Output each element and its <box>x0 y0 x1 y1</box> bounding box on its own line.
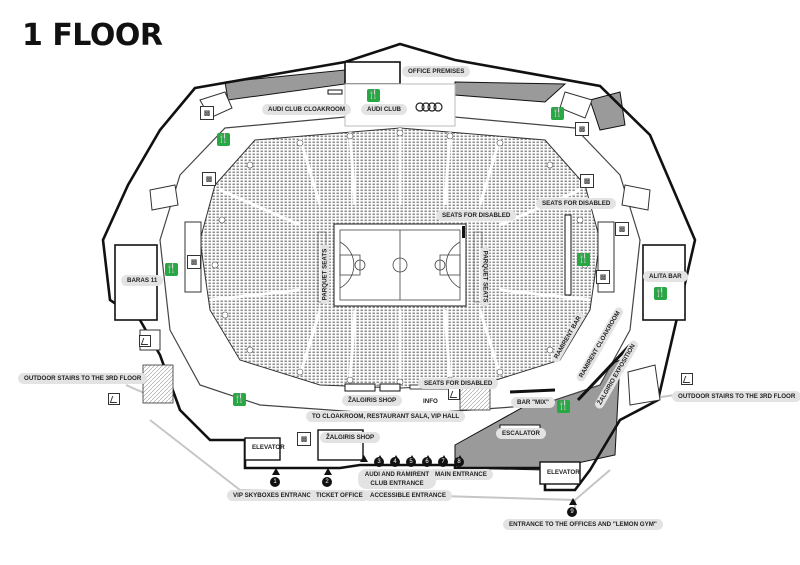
fork-knife-icon: 🍴 <box>557 400 570 413</box>
fork-knife-icon: 🍴 <box>577 253 590 266</box>
parquet-seats-right-label: PARQUET SEATS <box>480 246 490 307</box>
baras11-label: BARAS 11 <box>121 275 164 286</box>
to-cloakroom-label: TO CLOAKROOM, RESTAURANT SALA, VIP HALL <box>306 411 466 422</box>
info-label: INFO <box>423 398 438 405</box>
zalgiris-shop-bottom-label: ŽALGIRIS SHOP <box>320 432 381 443</box>
stairs-icon <box>448 388 460 400</box>
entrance-number-1: 1 <box>270 477 280 487</box>
zalgiris-exposition-wall <box>576 343 632 402</box>
entrance-number-7: 7 <box>438 457 448 467</box>
elevator-right-room <box>539 461 581 485</box>
restroom-icon: ▩ <box>580 174 594 188</box>
stairs-icon <box>681 373 693 385</box>
entrance-number-2: 2 <box>322 477 332 487</box>
office-premises-room <box>344 61 401 85</box>
seats-for-disabled-right-label: SEATS FOR DISABLED <box>536 198 617 209</box>
main-entrance-label: MAIN ENTRANCE <box>429 469 493 480</box>
outdoor-stairs-left-label: OUTDOOR STAIRS TO THE 3RD FLOOR <box>18 373 148 384</box>
entrance-number-9: 9 <box>567 507 577 517</box>
audi-rings-logo <box>415 102 443 112</box>
alita-bar-room <box>642 244 686 321</box>
cloakroom-counter <box>327 89 343 95</box>
stairs-icon <box>108 393 120 405</box>
basketball-court <box>333 223 467 307</box>
restroom-icon: ▩ <box>187 255 201 269</box>
fork-knife-icon: 🍴 <box>217 133 230 146</box>
seats-for-disabled-top-label: SEATS FOR DISABLED <box>436 210 517 221</box>
audi-club-cloakroom-label: AUDI CLUB CLOAKROOM <box>262 104 351 115</box>
vip-skyboxes-entrance-label: VIP SKYBOXES ENTRANCE <box>227 490 322 501</box>
entrance-number-5: 5 <box>406 457 416 467</box>
alita-bar-label: ALITA BAR <box>643 271 688 282</box>
zalgiris-shop-top-room <box>344 383 376 392</box>
office-premises-label: OFFICE PREMISES <box>402 66 471 77</box>
bar-mix-counter <box>509 388 556 394</box>
restroom-icon: ▩ <box>202 172 216 186</box>
zalgiris-shop-top-label: ŽALGIRIS SHOP <box>342 395 403 406</box>
audi-ramirent-entrance-label: AUDI AND RAMIRENT CLUB ENTRANCE <box>358 469 436 489</box>
fork-knife-icon: 🍴 <box>367 89 380 102</box>
restroom-icon: ▩ <box>200 106 214 120</box>
elevator-right-label: ELEVATOR <box>547 469 580 476</box>
entrance-number-8: 8 <box>454 457 464 467</box>
offices-entrance-label: ENTRANCE TO THE OFFICES AND "LEMON GYM" <box>503 519 663 530</box>
restroom-icon: ▩ <box>615 222 629 236</box>
audi-club-label: AUDI CLUB <box>361 104 408 115</box>
fork-knife-icon: 🍴 <box>654 287 667 300</box>
entrance-number-6: 6 <box>422 457 432 467</box>
stairs-hatch-left <box>142 364 174 404</box>
info-desk <box>379 383 401 392</box>
stairs-icon <box>139 335 151 347</box>
parquet-seats-left-label: PARQUET SEATS <box>320 244 330 305</box>
restroom-icon: ▩ <box>575 122 589 136</box>
page-title: 1 FLOOR <box>22 18 163 53</box>
accessible-entrance-label: ACCESSIBLE ENTRANCE <box>364 490 452 501</box>
fork-knife-icon: 🍴 <box>165 263 178 276</box>
disabled-seats-top-marker <box>462 226 465 238</box>
seats-for-disabled-bottom-label: SEATS FOR DISABLED <box>418 378 499 389</box>
escalator-label: ESCALATOR <box>496 428 546 439</box>
ticket-office-label: TICKET OFFICE <box>310 490 369 501</box>
restroom-icon: ▩ <box>297 432 311 446</box>
elevator-left-room <box>244 437 281 461</box>
disabled-seats-right-marker <box>564 214 572 296</box>
fork-knife-icon: 🍴 <box>233 393 246 406</box>
entrance-number-3: 3 <box>374 457 384 467</box>
fork-knife-icon: 🍴 <box>551 107 564 120</box>
bowl-aisles <box>209 128 591 386</box>
restroom-icon: ▩ <box>596 270 610 284</box>
elevator-left-label: ELEVATOR <box>252 444 285 451</box>
outdoor-stairs-right-label: OUTDOOR STAIRS TO THE 3RD FLOOR <box>672 391 800 402</box>
bar-mix-label: BAR "MIX" <box>511 397 555 408</box>
entrance-number-4: 4 <box>390 457 400 467</box>
